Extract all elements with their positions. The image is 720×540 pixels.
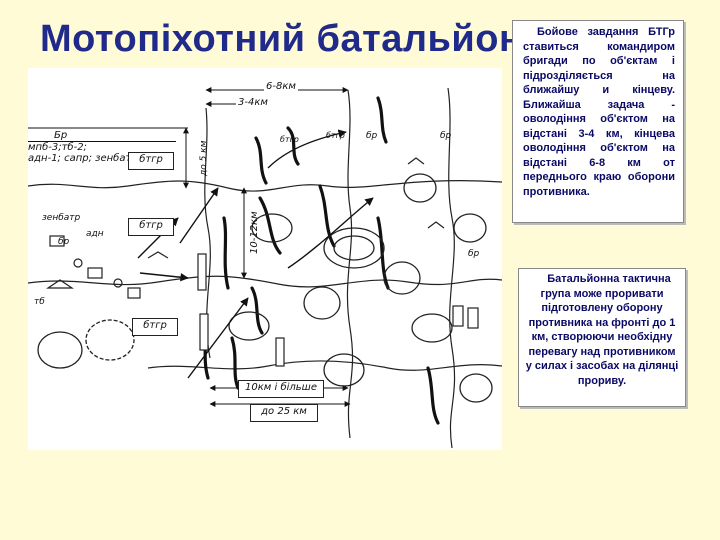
symbol-label-tb: тб [34, 298, 45, 307]
symbol-label-zenbatr: зенбатр [42, 214, 80, 223]
distance-label-top: 6-8км [264, 82, 298, 92]
symbol-label-br-c: бр [468, 250, 479, 259]
btgr-label-3: бтгр [132, 318, 178, 336]
symbol-label-br: бр [58, 238, 69, 247]
btgr-label-2: бтгр [128, 218, 174, 236]
distance-label-side-big: 10-12км [250, 211, 260, 254]
front-lines [204, 98, 438, 423]
distance-label-near: 3-4км [236, 98, 270, 108]
unit-symbols [50, 236, 478, 366]
symbol-label-btgr-a: бтгр [280, 136, 299, 144]
symbol-label-adn: адн [86, 230, 104, 239]
depth-label: до 25 км [250, 404, 318, 422]
mission-note-text: Бойове завдання БТГр ставиться командиро… [523, 25, 675, 199]
tactical-note-text: Батальйонна тактична група може прориват… [525, 272, 679, 388]
symbol-label-btgr-b: бтгр [326, 132, 345, 140]
symbol-label-br-b: бр [440, 132, 451, 141]
btgr-label-1: бтгр [128, 152, 174, 170]
page-title: Мотопіхотний батальйон [40, 18, 522, 61]
front-width-label: 10км і більше [238, 380, 324, 398]
symbol-label-br-a: бр [366, 132, 377, 141]
support-line-1: Бр [28, 130, 176, 141]
battle-scheme: 6-8км 3-4км до 5 км 10-12км Бр мпб-3;тб-… [28, 68, 502, 450]
tactical-note: Батальйонна тактична група може прориват… [518, 268, 686, 407]
mission-note: Бойове завдання БТГр ставиться командиро… [512, 20, 684, 223]
distance-label-side-small: до 5 км [200, 141, 209, 176]
